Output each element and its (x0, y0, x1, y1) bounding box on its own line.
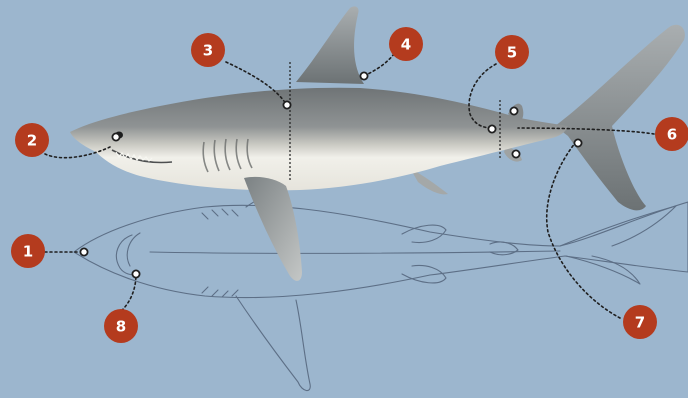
badge-1-label: 1 (23, 243, 33, 261)
badge-4: 4 (389, 27, 423, 61)
badge-7: 7 (623, 305, 657, 339)
badge-3: 3 (191, 33, 225, 67)
marker-point-4 (360, 72, 367, 79)
marker-point-3 (283, 101, 290, 108)
badge-2-label: 2 (27, 132, 37, 150)
badge-2: 2 (15, 123, 49, 157)
marker-point-6b (512, 150, 519, 157)
marker-point-7 (574, 139, 581, 146)
badge-6: 6 (655, 117, 688, 151)
badge-7-label: 7 (635, 314, 645, 332)
marker-point-6a (510, 107, 517, 114)
badge-1: 1 (11, 234, 45, 268)
badge-8-label: 8 (116, 318, 126, 336)
marker-point-2 (112, 133, 119, 140)
badge-8: 8 (104, 309, 138, 343)
badge-3-label: 3 (203, 42, 213, 60)
badge-4-label: 4 (401, 36, 411, 54)
marker-point-5 (488, 125, 495, 132)
badge-5: 5 (495, 35, 529, 69)
badge-6-label: 6 (667, 126, 677, 144)
badge-5-label: 5 (507, 44, 517, 62)
marker-point-1 (80, 248, 87, 255)
marker-point-8 (132, 270, 139, 277)
